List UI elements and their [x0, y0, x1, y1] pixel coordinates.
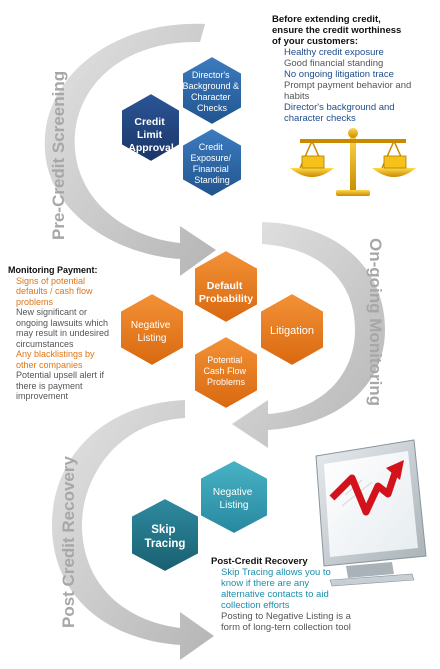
pre-credit-note: Before extending credit, ensure the cred… — [272, 14, 422, 124]
pre-credit-item-2: Good financial standing — [284, 58, 384, 69]
recovery-hex-group: Negative Listing Skip Tracing — [130, 458, 269, 574]
flow-arrow-post-end — [51, 400, 214, 660]
svg-text:Credit Exposure/ F: Credit Exposure/ Financial Standing — [190, 142, 233, 185]
hex-default-line-2: Probability — [199, 293, 253, 305]
flow-arrow-ongoing-to-post — [232, 222, 385, 448]
hex-credit-limit-line-2: Limit — [137, 129, 163, 141]
hex-credit-limit-line-3: Approval — [128, 142, 174, 154]
hex-negative-orange-line-2: Listing — [138, 333, 167, 344]
hex-skip-line-2: Tracing — [145, 538, 186, 550]
monitoring-note-title: Monitoring Payment: — [8, 265, 98, 275]
stage-label-pre-credit: Pre-Credit Screening — [49, 71, 68, 240]
svg-text:Skip Tracing: Skip Tracing — [145, 524, 186, 550]
pre-credit-item-5: Director's background and character chec… — [284, 102, 395, 124]
pre-credit-note-title-1: Before extending credit, — [272, 14, 381, 25]
hex-exposure-line-3: Financial — [193, 164, 229, 174]
hex-default-line-1: Default — [207, 280, 243, 292]
monitoring-note-list: Signs of potential defaults / cash flow … — [8, 276, 116, 402]
recovery-note-title: Post-Credit Recovery — [211, 556, 308, 567]
monitoring-hex-group: Default Probability Negative Listing Lit… — [119, 248, 325, 411]
svg-text:Potential Cash Flow: Potential Cash Flow Problems — [203, 355, 248, 387]
hex-director-background — [181, 54, 243, 127]
monitoring-item-1: Signs of potential defaults / cash flow … — [16, 275, 93, 307]
hex-exposure-line-4: Standing — [194, 175, 230, 185]
balance-scale-icon — [290, 128, 416, 196]
svg-text:Litigation: Litigation — [270, 325, 314, 337]
hex-negative-teal-line-2: Listing — [220, 500, 249, 511]
svg-text:Negative Listing: Negative Listing — [131, 320, 173, 344]
monitoring-item-3: Any blacklistings by other companies — [16, 349, 95, 370]
pre-credit-note-title-3: of your customers: — [272, 36, 359, 47]
pre-credit-note-list: Healthy credit exposure Good financial s… — [272, 47, 422, 124]
pre-credit-item-1: Healthy credit exposure — [284, 47, 384, 58]
monitoring-item-2: New significant or ongoing lawsuits whic… — [16, 307, 110, 349]
hex-cashflow-line-3: Problems — [207, 377, 246, 387]
hex-cashflow-line-2: Cash Flow — [203, 366, 246, 376]
hex-director-line-3: Character — [191, 92, 231, 102]
recovery-item-1: Skip Tracing allows you to know if there… — [221, 567, 331, 611]
hex-litigation — [259, 291, 325, 368]
hex-litigation-label: Litigation — [270, 325, 314, 337]
hex-director-line-4: Checks — [197, 103, 228, 113]
pre-credit-item-4: Prompt payment behavior and habits — [284, 80, 412, 102]
monitoring-note: Monitoring Payment: Signs of potential d… — [8, 265, 116, 402]
svg-text:Director's Background &: Director's Background & Character Checks — [182, 70, 241, 113]
monitoring-item-4: Potential upsell alert if there is payme… — [16, 370, 105, 401]
pre-credit-hex-group: Credit Limit Approval Director's Backgro… — [120, 54, 243, 199]
hex-negative-orange-line-1: Negative — [131, 320, 171, 331]
recovery-item-2: Posting to Negative Listing is a form of… — [221, 611, 351, 633]
hex-negative-listing-orange — [119, 291, 185, 368]
hex-director-line-1: Director's — [192, 70, 230, 80]
pre-credit-note-title-2: ensure the credit worthiness — [272, 25, 402, 36]
stage-label-post-credit: Post Credit Recovery — [59, 456, 78, 628]
pre-credit-item-3: No ongoing litigation trace — [284, 69, 394, 80]
hex-default-probability — [193, 248, 259, 325]
hex-director-line-2: Background & — [182, 81, 239, 91]
hex-credit-limit-line-1: Credit — [134, 116, 165, 128]
monitor-chart-icon — [315, 439, 427, 587]
hex-exposure-line-2: Exposure/ — [190, 153, 231, 163]
hex-skip-tracing — [130, 496, 200, 574]
svg-text:Credit Limit Appro: Credit Limit Approval — [128, 116, 174, 154]
flow-arrow-pre-to-ongoing — [44, 23, 217, 276]
hex-credit-exposure — [181, 126, 243, 199]
recovery-note-list: Skip Tracing allows you to know if there… — [211, 567, 351, 633]
hex-negative-teal-line-1: Negative — [213, 487, 253, 498]
recovery-note: Post-Credit Recovery Skip Tracing allows… — [211, 556, 351, 633]
flow-arrows — [44, 23, 385, 660]
svg-text:Default Probability: Default Probability — [199, 280, 253, 305]
hex-credit-limit-approval — [120, 91, 181, 164]
hex-cashflow-line-1: Potential — [207, 355, 242, 365]
hex-skip-line-1: Skip — [151, 524, 175, 536]
svg-text:Negative Listing: Negative Listing — [213, 487, 255, 511]
hex-exposure-line-1: Credit — [199, 142, 224, 152]
hex-cash-flow-problems — [193, 334, 259, 411]
stage-label-ongoing: On-going Monitoring — [366, 238, 385, 406]
